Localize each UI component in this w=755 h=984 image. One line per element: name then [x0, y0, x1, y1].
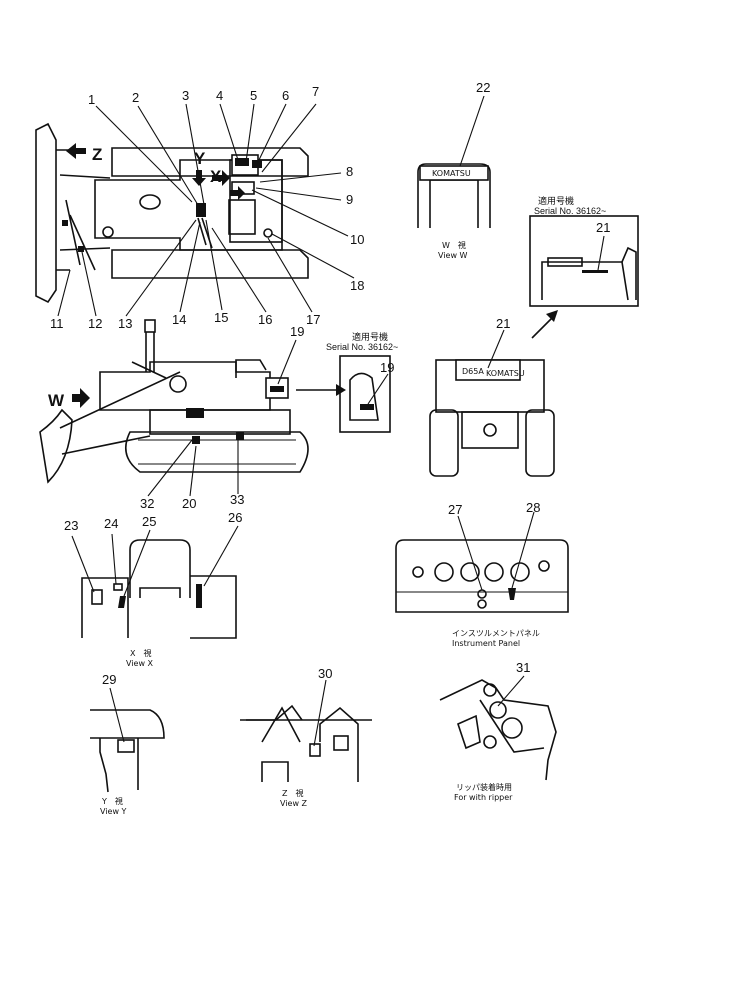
decal-labels: KOMATSU KOMATSU D65A [432, 169, 525, 378]
caption-ripper: For with ripper [454, 793, 513, 802]
callout-15: 15 [214, 310, 228, 325]
callout-27: 27 [448, 502, 462, 517]
callout-4: 4 [216, 88, 223, 103]
caption-view-z: View Z [280, 799, 308, 808]
view-letter-x: X [210, 167, 222, 186]
decal-model-rear: D65A [462, 367, 484, 376]
callout-29: 29 [102, 672, 116, 687]
serial-21: Serial No. 36162~ [534, 206, 606, 216]
callout-25: 25 [142, 514, 156, 529]
callout-20: 20 [182, 496, 196, 511]
caption-instrument: Instrument Panel [452, 639, 520, 648]
callout-14: 14 [172, 312, 186, 327]
view-letter-z: Z [92, 145, 102, 164]
callout-19: 19 [290, 324, 304, 339]
callout-10: 10 [350, 232, 364, 247]
caption-instrument-jp: インスツルメントパネル [452, 629, 540, 638]
view-w-drawing [417, 95, 491, 228]
callout-28: 28 [526, 500, 540, 515]
callout-2: 2 [132, 90, 139, 105]
callout-21-inset: 21 [596, 220, 610, 235]
callout-3: 3 [182, 88, 189, 103]
callout-12: 12 [88, 316, 102, 331]
decal-komatsu-w: KOMATSU [432, 169, 471, 178]
caption-view-x-jp: X 視 [130, 649, 151, 658]
caption-view-x: View X [126, 659, 154, 668]
view-z-drawing [240, 679, 372, 782]
ripper-drawing [439, 675, 557, 781]
caption-view-z-jp: Z 視 [282, 789, 303, 798]
instrument-panel-drawing [395, 511, 569, 613]
callout-33: 33 [230, 492, 244, 507]
view-y-drawing [90, 687, 165, 793]
callout-7: 7 [312, 84, 319, 99]
callout-1: 1 [88, 92, 95, 107]
callout-22: 22 [476, 80, 490, 95]
callout-8: 8 [346, 164, 353, 179]
callout-16: 16 [258, 312, 272, 327]
callout-21: 21 [496, 316, 510, 331]
decal-komatsu-rear: KOMATSU [486, 369, 525, 378]
caption-view-y: View Y [100, 807, 127, 816]
callout-9: 9 [346, 192, 353, 207]
callout-13: 13 [118, 316, 132, 331]
callout-23: 23 [64, 518, 78, 533]
inset-serial-19 [339, 355, 391, 433]
callout-31: 31 [516, 660, 530, 675]
callout-17: 17 [306, 312, 320, 327]
callout-19-inset: 19 [380, 360, 394, 375]
callout-18: 18 [350, 278, 364, 293]
callout-24: 24 [104, 516, 118, 531]
serial-jp-19: 適用号機 [352, 331, 388, 342]
serial-19: Serial No. 36162~ [326, 342, 398, 352]
caption-view-y-jp: Y 視 [101, 797, 123, 806]
view-x-drawing [71, 525, 239, 639]
callout-11: 11 [50, 316, 64, 331]
inset-serial-21 [529, 215, 639, 339]
callout-30: 30 [318, 666, 332, 681]
view-letter-y: Y [194, 149, 206, 168]
callout-5: 5 [250, 88, 257, 103]
callout-32: 32 [140, 496, 154, 511]
callout-6: 6 [282, 88, 289, 103]
captions: W 視 View W X 視 View X Y 視 View Y Z 視 Vie… [100, 195, 606, 816]
caption-view-w-jp: W 視 [442, 241, 466, 250]
rear-view-drawing [429, 329, 555, 477]
caption-view-w: View W [438, 251, 468, 260]
serial-jp-21: 適用号機 [538, 195, 574, 206]
view-letter-w: W [48, 391, 65, 410]
callout-labels: 1 2 3 4 5 6 7 8 9 10 11 12 13 14 15 16 1… [50, 80, 610, 687]
caption-ripper-jp: リッパ装着時用 [456, 782, 512, 792]
callout-26: 26 [228, 510, 242, 525]
view-letters: Z Y X W [48, 145, 222, 410]
top-view-drawing [35, 103, 355, 317]
side-view-drawing [39, 319, 346, 497]
